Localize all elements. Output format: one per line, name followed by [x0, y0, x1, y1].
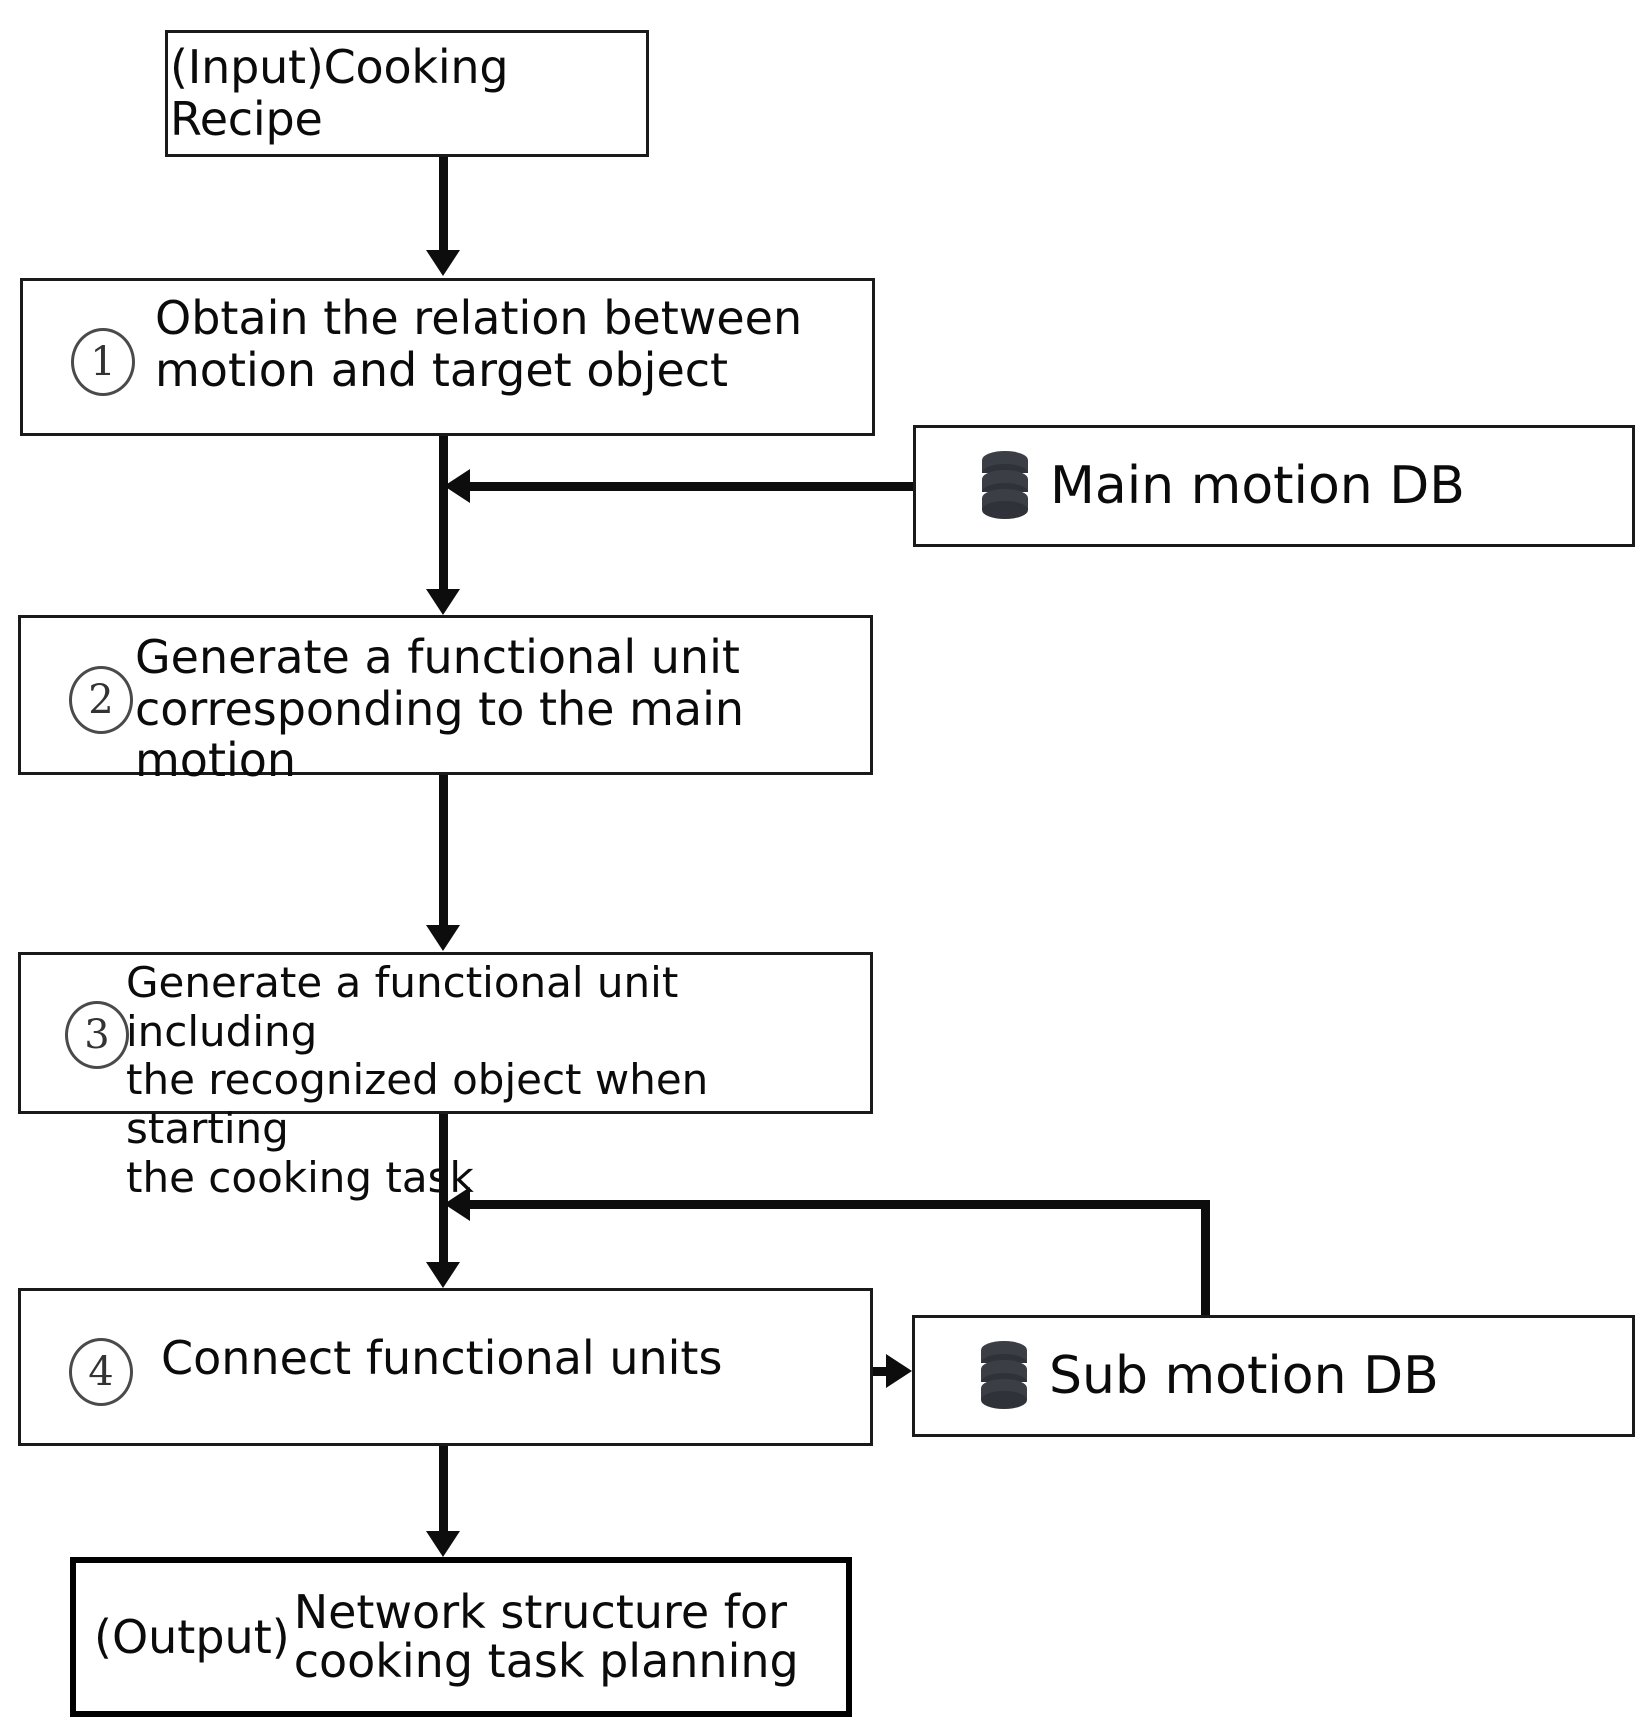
arrowhead-subdb-feedback	[444, 1187, 470, 1221]
step-3-text: Generate a functional unit including the…	[126, 958, 709, 1202]
input-box[interactable]: (Input)Cooking Recipe	[165, 30, 649, 157]
sub-motion-db-label: Sub motion DB	[1049, 1346, 1439, 1406]
arrowhead-step4-to-subdb	[886, 1354, 912, 1388]
step-2-box[interactable]: 2 Generate a functional unit correspondi…	[18, 615, 873, 786]
connector-input-to-step1	[439, 157, 448, 252]
step-2-number: 2	[69, 666, 133, 734]
step-3-number: 3	[65, 1001, 129, 1069]
arrowhead-step3-to-step4	[426, 1262, 460, 1288]
step-1-text: Obtain the relation between motion and t…	[155, 291, 803, 397]
arrowhead-input-to-step1	[426, 250, 460, 276]
input-label: (Input)Cooking Recipe	[170, 39, 509, 146]
arrowhead-maindb-to-flow	[444, 469, 470, 503]
main-motion-db-box[interactable]: Main motion DB	[913, 425, 1635, 547]
connector-subdb-feedback-horizontal	[470, 1200, 1210, 1209]
main-motion-db-label: Main motion DB	[1050, 456, 1465, 516]
output-box[interactable]: (Output) Network structure for cooking t…	[70, 1557, 852, 1717]
connector-step1-to-step2	[439, 436, 448, 591]
sub-motion-db-box[interactable]: Sub motion DB	[912, 1315, 1635, 1437]
step-4-box[interactable]: 4 Connect functional units	[18, 1288, 873, 1446]
output-label: (Output)	[94, 1610, 290, 1664]
step-1-number: 1	[71, 328, 135, 396]
arrowhead-step2-to-step3	[426, 925, 460, 951]
step-2-text: Generate a functional unit corresponding…	[135, 630, 745, 788]
step-3-box[interactable]: 3 Generate a functional unit including t…	[18, 952, 873, 1202]
output-text: Network structure for cooking task plann…	[293, 1585, 799, 1688]
arrowhead-step4-to-output	[426, 1531, 460, 1557]
step-1-box[interactable]: 1 Obtain the relation between motion and…	[20, 278, 875, 436]
connector-step4-to-output	[439, 1446, 448, 1534]
database-icon	[977, 1339, 1031, 1413]
arrowhead-step1-to-step2	[426, 589, 460, 615]
connector-step4-to-subdb	[873, 1367, 889, 1376]
connector-step2-to-step3	[439, 775, 448, 927]
connector-maindb-to-flow	[470, 482, 916, 491]
database-icon	[978, 449, 1032, 523]
connector-step3-to-step4	[439, 1114, 448, 1264]
step-4-text: Connect functional units	[161, 1331, 723, 1385]
connector-subdb-feedback-vertical	[1201, 1200, 1210, 1318]
step-4-number: 4	[69, 1338, 133, 1406]
